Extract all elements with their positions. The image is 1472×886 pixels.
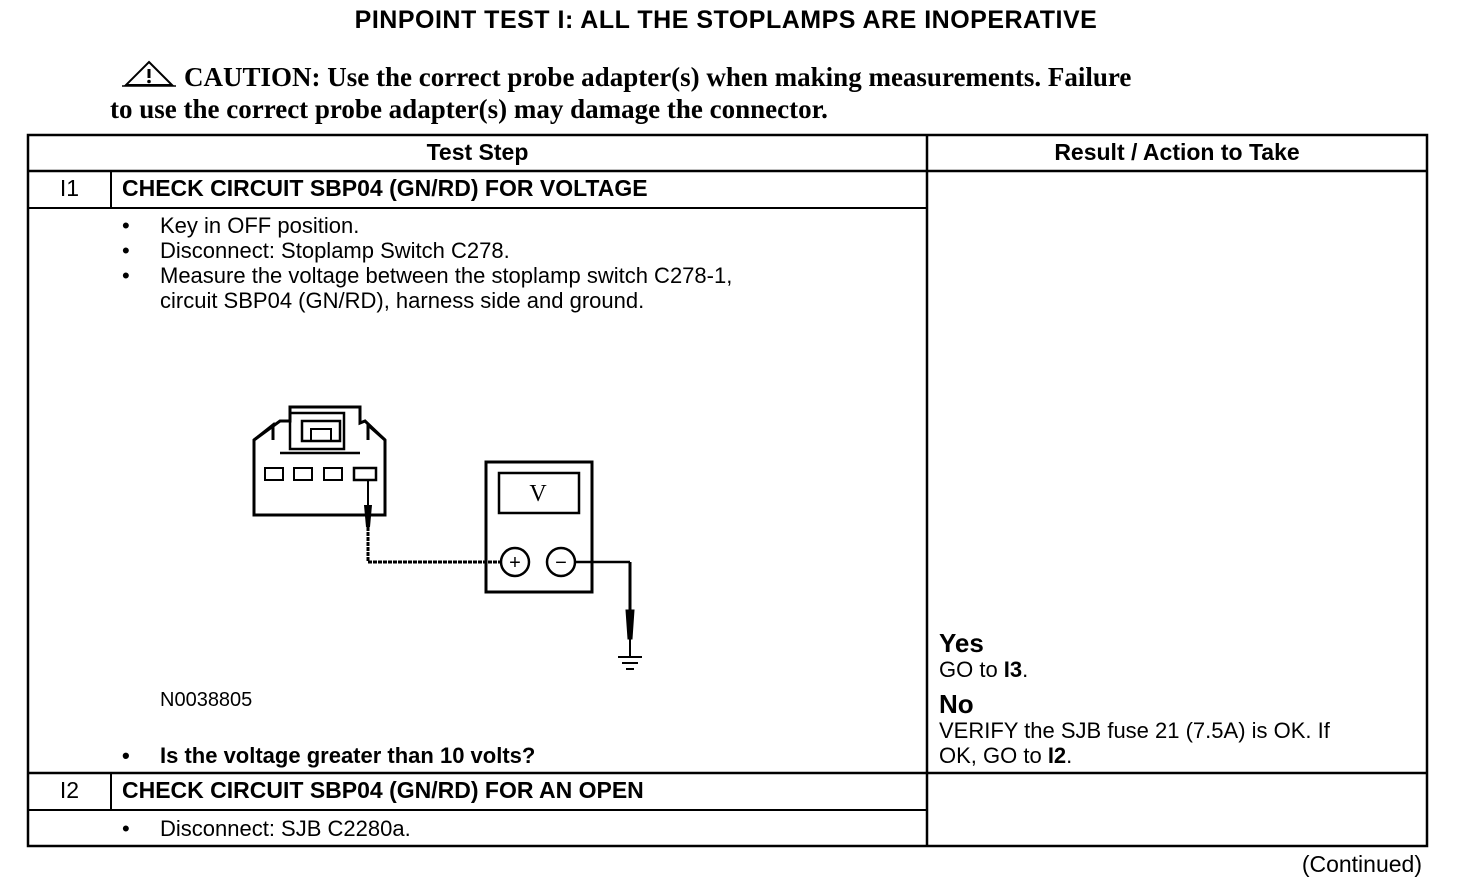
caution-label: CAUTION:	[184, 62, 321, 92]
caution-line-2: to use the correct probe adapter(s) may …	[110, 94, 828, 124]
voltmeter-connection-diagram: V + −	[252, 405, 642, 670]
result-no-label: No	[939, 689, 974, 719]
column-header-test-step: Test Step	[426, 139, 529, 165]
plus-terminal-symbol: +	[509, 552, 521, 574]
voltmeter-icon	[484, 460, 630, 594]
step-heading-i2: CHECK CIRCUIT SBP04 (GN/RD) FOR AN OPEN	[122, 777, 644, 803]
figure-id: N0038805	[160, 689, 253, 711]
step-id-i1: I1	[59, 175, 80, 201]
result-no-line-2: OK, GO to I2.	[939, 743, 1072, 768]
result-yes-ref: I3	[1003, 657, 1023, 682]
caution-line-1: Use the correct probe adapter(s) when ma…	[327, 62, 1132, 92]
minus-terminal-symbol: −	[555, 552, 567, 574]
result-no-line-1: VERIFY the SJB fuse 21 (7.5A) is OK. If	[939, 718, 1330, 743]
step-i1-instructions: Key in OFF position. Disconnect: Stoplam…	[122, 213, 732, 288]
result-yes-action: GO to I3.	[939, 657, 1028, 682]
step-i1-question: Is the voltage greater than 10 volts?	[122, 743, 535, 768]
result-yes-text: GO to	[939, 657, 1004, 682]
warning-triangle-icon	[122, 60, 176, 87]
continued-note: (Continued)	[1301, 851, 1422, 877]
result-yes-period: .	[1022, 657, 1029, 682]
meter-volt-symbol: V	[529, 481, 547, 507]
instruction-item: Disconnect: SJB C2280a.	[122, 816, 411, 841]
positive-probe-lead	[364, 480, 498, 564]
result-no-ref: I2	[1047, 743, 1067, 768]
instruction-item: Disconnect: Stoplamp Switch C278.	[122, 238, 732, 263]
instruction-continuation: circuit SBP04 (GN/RD), harness side and …	[160, 288, 645, 313]
step-i2-instructions: Disconnect: SJB C2280a.	[122, 816, 411, 841]
result-yes-label: Yes	[939, 628, 984, 658]
result-no-period: .	[1066, 743, 1073, 768]
result-no-text: OK, GO to	[939, 743, 1048, 768]
connector-c278-drawing	[252, 405, 387, 517]
instruction-item: Key in OFF position.	[122, 213, 732, 238]
instruction-item: Measure the voltage between the stoplamp…	[122, 263, 732, 288]
page-title: PINPOINT TEST I: ALL THE STOPLAMPS ARE I…	[354, 6, 1098, 34]
step-id-i2: I2	[59, 777, 80, 803]
step-heading-i1: CHECK CIRCUIT SBP04 (GN/RD) FOR VOLTAGE	[122, 175, 648, 201]
ground-symbol-icon	[618, 562, 642, 670]
caution-notice: CAUTION: Use the correct probe adapter(s…	[110, 60, 1310, 125]
column-header-result: Result / Action to Take	[1054, 139, 1300, 165]
question-item: Is the voltage greater than 10 volts?	[122, 743, 535, 768]
